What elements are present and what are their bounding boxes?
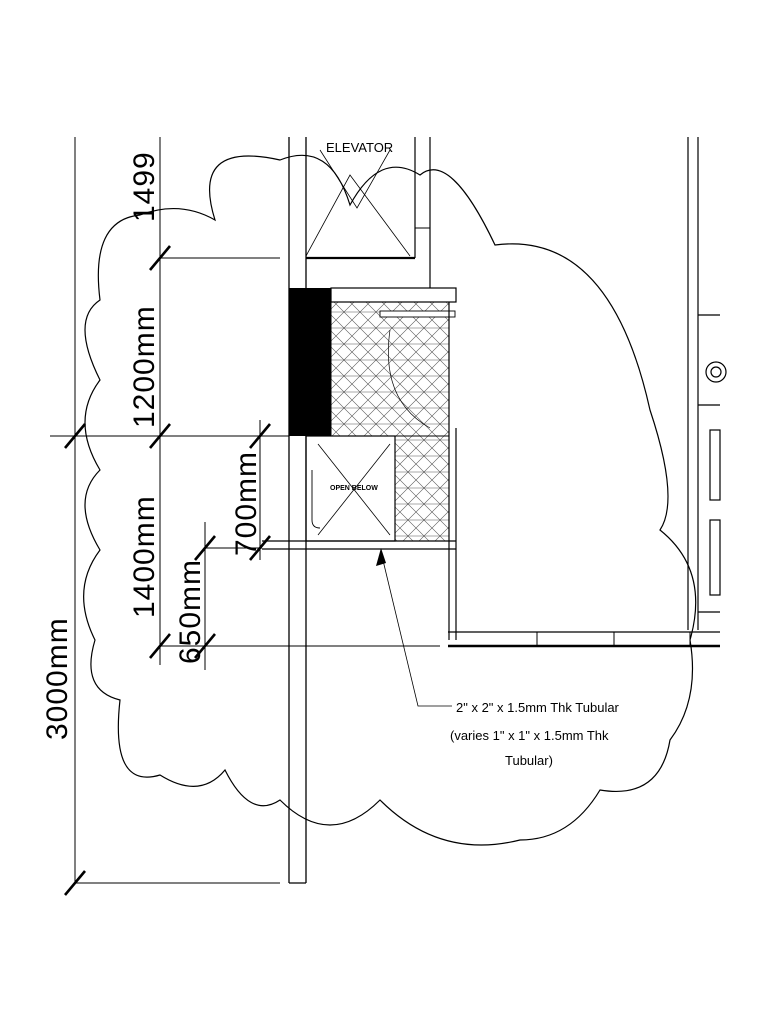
note-line-2: (varies 1" x 1" x 1.5mm Thk: [450, 728, 609, 743]
elevator-label: ELEVATOR: [326, 140, 393, 155]
dim-3000mm: 3000mm: [41, 617, 74, 740]
dim-650mm: 650mm: [174, 559, 207, 664]
dim-1400mm: 1400mm: [128, 495, 161, 618]
stair-hatched: [330, 287, 457, 640]
dimension-lines: [50, 137, 440, 896]
landing-lines: [262, 540, 720, 648]
dim-1200mm: 1200mm: [128, 305, 161, 428]
dark-column: [289, 288, 331, 436]
note-line-3: Tubular): [505, 753, 553, 768]
dim-1499: 1499: [128, 151, 161, 222]
note-leader: [376, 548, 452, 707]
main-wall: [288, 137, 307, 884]
right-edge-walls: [687, 137, 727, 630]
note-line-1: 2" x 2" x 1.5mm Thk Tubular: [456, 700, 620, 715]
revision-cloud: [83, 154, 697, 846]
dim-700mm: 700mm: [230, 451, 263, 556]
elevator-shaft: [305, 137, 431, 290]
open-below-label: OPEN BELOW: [330, 485, 378, 492]
